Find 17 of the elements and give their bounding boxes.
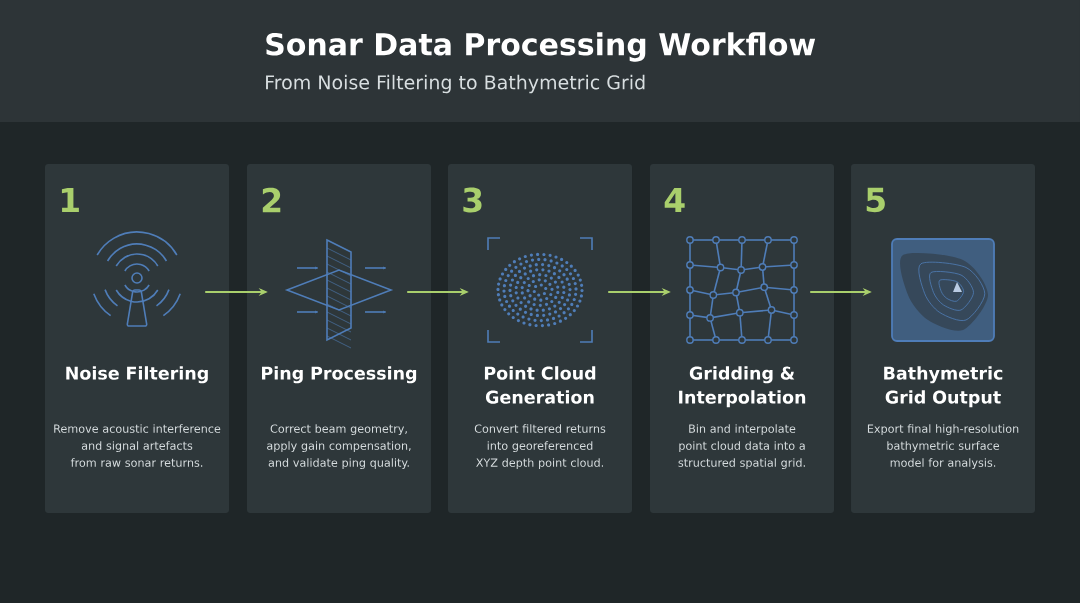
- step-title: Ping Processing: [262, 366, 417, 384]
- step-description: Bin and interpolate point cloud data into a structured spatial grid.: [678, 424, 805, 470]
- title: Sonar Data Processing Workflow: [266, 32, 816, 62]
- step-description: Convert filtered returns into georeferenced XYZ depth point cloud.: [474, 424, 606, 470]
- step-title: Bathymetric Grid Output: [884, 366, 1003, 408]
- step-title: Point Cloud Generation: [484, 366, 596, 404]
- step-title: Noise Filtering: [66, 366, 208, 384]
- step-description: Correct beam geometry, apply gain compensation, and validate ping quality.: [267, 424, 411, 470]
- step-title: Gridding & Interpolation: [679, 366, 806, 408]
- step-number: 5: [866, 187, 885, 213]
- step-description: Remove acoustic interference and signal artefacts from raw sonar returns.: [54, 424, 221, 467]
- step-description: Export final high-resolution bathymetric surface model for analysis.: [867, 424, 1019, 470]
- step-number: 3: [463, 187, 482, 213]
- step-number: 1: [61, 187, 79, 213]
- step-number: 4: [664, 187, 685, 213]
- step-number: 2: [262, 187, 281, 213]
- subtitle: From Noise Filtering to Bathymetric Grid: [266, 74, 645, 94]
